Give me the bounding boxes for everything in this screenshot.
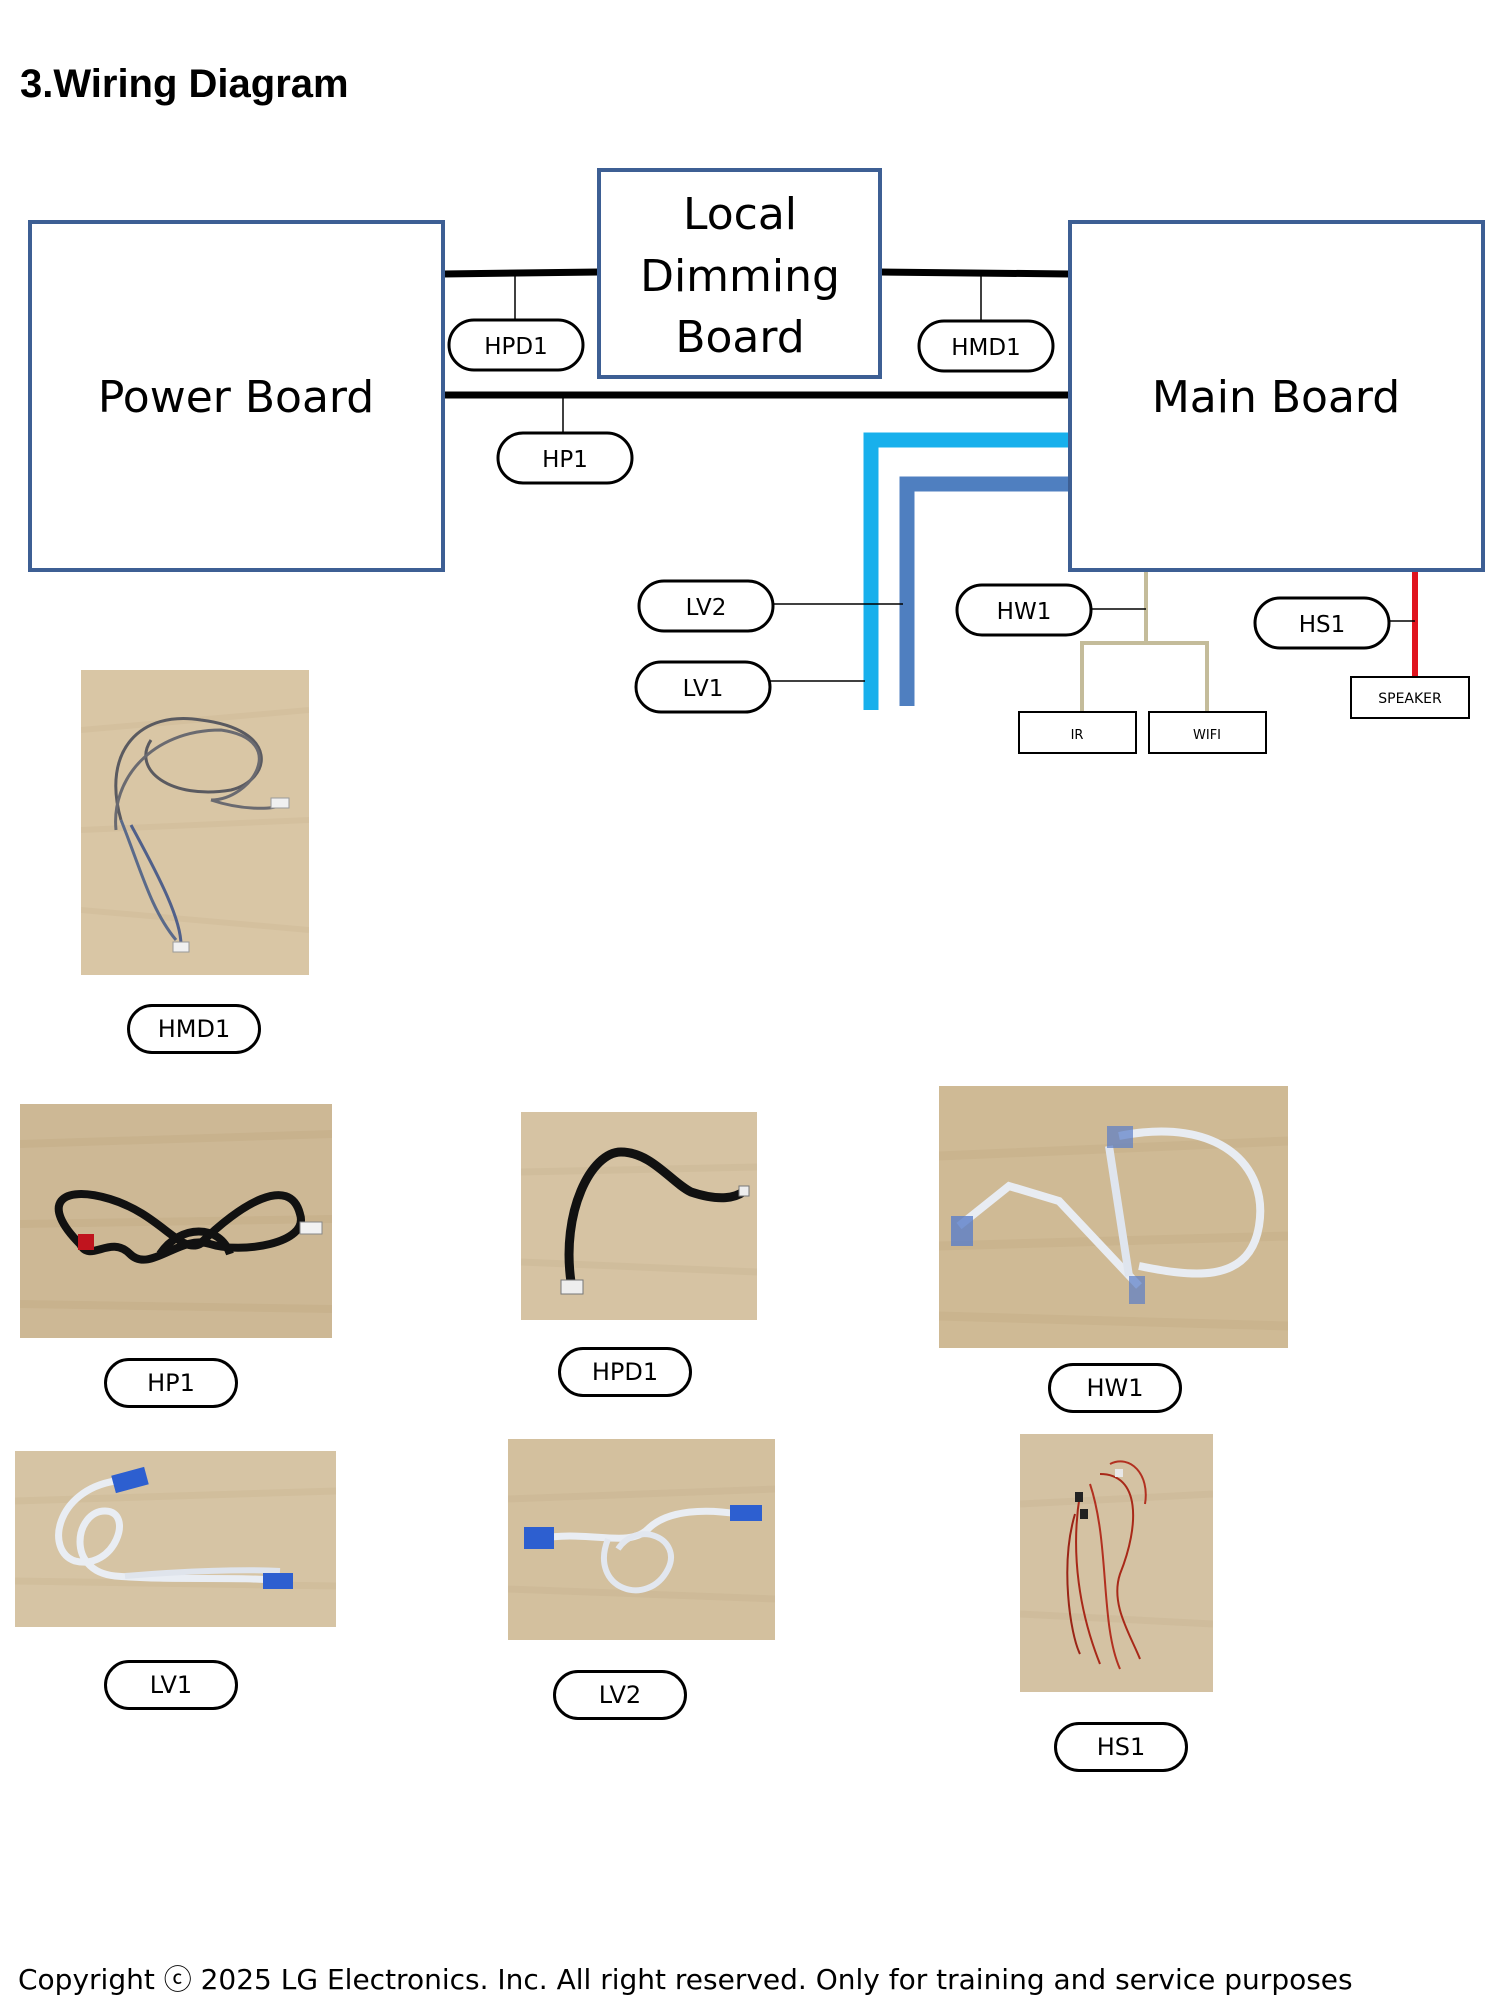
connector-hp1-label: HP1 — [542, 447, 588, 473]
connector-lv2-label: LV2 — [686, 595, 727, 621]
hw1-cable-image — [939, 1086, 1288, 1348]
lv1-photo-label: LV1 — [104, 1660, 238, 1710]
hmd1-cable-image — [81, 670, 309, 975]
wifi-module: WIFI — [1148, 711, 1267, 754]
power-board: Power Board — [28, 220, 445, 572]
connector-lv1: LV1 — [634, 660, 772, 714]
speaker-module-label: SPEAKER — [1378, 691, 1442, 707]
hpd1-cable-photo — [521, 1112, 757, 1320]
main-board-label: Main Board — [1152, 372, 1400, 423]
copyright-footer: Copyright ⓒ 2025 LG Electronics. Inc. Al… — [18, 1963, 1353, 1996]
hpd1-photo-label: HPD1 — [558, 1347, 692, 1397]
hs1-cable-photo — [1020, 1434, 1213, 1692]
connector-hp1: HP1 — [496, 431, 634, 485]
hpd1-cable-image — [521, 1112, 757, 1320]
lv2-cable-image — [508, 1439, 775, 1640]
local-dimming-board: Local Dimming Board — [597, 168, 882, 379]
ir-module: IR — [1018, 711, 1137, 754]
hpd1-cable — [442, 268, 600, 278]
hw1-photo-label: HW1 — [1048, 1363, 1182, 1413]
local-dimming-label-line1: Local — [683, 189, 797, 240]
ir-module-label: IR — [1071, 728, 1084, 743]
hmd1-cable-photo — [81, 670, 309, 975]
hs1-photo-label: HS1 — [1054, 1722, 1188, 1772]
local-dimming-label-line2: Dimming — [640, 251, 840, 302]
hs1-cable-image — [1020, 1434, 1213, 1692]
hmd1-cable — [879, 268, 1071, 278]
lv1-cable — [863, 432, 1070, 710]
lv1-cable-image — [15, 1451, 336, 1627]
connector-hs1-label: HS1 — [1299, 612, 1346, 638]
wifi-module-label: WIFI — [1193, 728, 1221, 743]
connector-lv2: LV2 — [637, 579, 775, 633]
connector-hs1: HS1 — [1253, 596, 1391, 650]
lv2-photo-label: LV2 — [553, 1670, 687, 1720]
hp1-cable-image — [20, 1104, 332, 1338]
ir-branch — [1080, 641, 1146, 711]
connector-hpd1: HPD1 — [447, 318, 585, 372]
power-board-label: Power Board — [98, 372, 374, 423]
hmd1-photo-label: HMD1 — [127, 1004, 261, 1054]
wiring-diagram: Power Board Local Dimming Board Main Boa… — [28, 168, 1485, 754]
local-dimming-label-line3: Board — [675, 312, 804, 363]
page-title: 3.Wiring Diagram — [20, 62, 349, 106]
connector-hw1: HW1 — [955, 583, 1093, 637]
hp1-cable-photo — [20, 1104, 332, 1338]
lv1-cable-photo — [15, 1451, 336, 1627]
lv2-cable — [899, 476, 1070, 706]
lv2-cable-photo — [508, 1439, 775, 1640]
wifi-branch — [1146, 641, 1209, 711]
connector-hpd1-label: HPD1 — [484, 334, 548, 360]
connector-hmd1-label: HMD1 — [951, 335, 1020, 361]
hw1-cable-photo — [939, 1086, 1288, 1348]
connector-hmd1: HMD1 — [917, 319, 1055, 373]
hp1-photo-label: HP1 — [104, 1358, 238, 1408]
connector-hw1-label: HW1 — [997, 599, 1052, 625]
speaker-module: SPEAKER — [1350, 676, 1470, 719]
connector-lv1-label: LV1 — [683, 676, 724, 702]
main-board: Main Board — [1068, 220, 1485, 572]
